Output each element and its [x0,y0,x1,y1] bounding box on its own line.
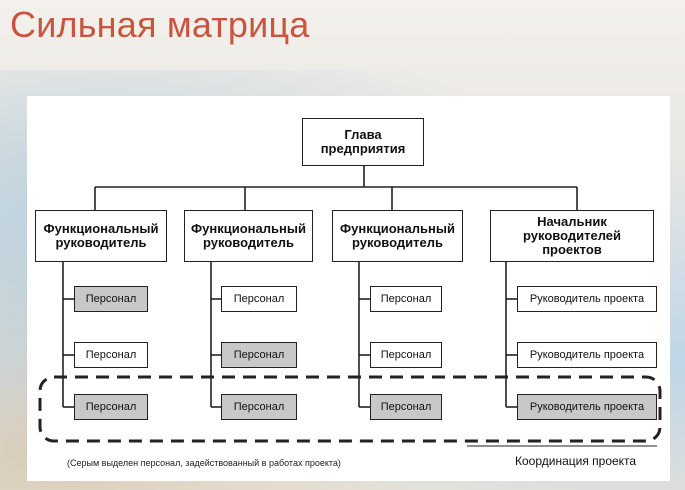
column-head-2: Функциональный руководитель [184,210,313,262]
project-coordination-outline [38,375,662,443]
column-head-3: Функциональный руководитель [332,210,463,262]
org-chart-panel: Глава предприятия Функциональный руковод… [27,96,670,481]
project-staff-box: Персонал [221,342,297,368]
project-staff-box: Персонал [221,394,297,420]
staff-box: Персонал [370,342,442,368]
staff-box: Персонал [221,286,297,312]
staff-box: Руководитель проекта [517,342,657,368]
footnote: (Серым выделен персонал, задействованный… [67,458,341,468]
project-staff-box: Персонал [370,394,442,420]
project-staff-box: Персонал [74,394,148,420]
legend-label: Координация проекта [515,454,637,468]
staff-box: Руководитель проекта [517,286,657,312]
project-staff-box: Руководитель проекта [517,394,657,420]
column-head-1: Функциональный руководитель [35,210,167,262]
staff-box: Персонал [370,286,442,312]
project-staff-box: Персонал [74,286,148,312]
enterprise-head-box: Глава предприятия [302,118,424,166]
slide-title: Сильная матрица [10,4,310,45]
staff-box: Персонал [74,342,148,368]
column-head-4: Начальник руководителей проектов [490,210,654,262]
connector-lines [38,166,662,447]
